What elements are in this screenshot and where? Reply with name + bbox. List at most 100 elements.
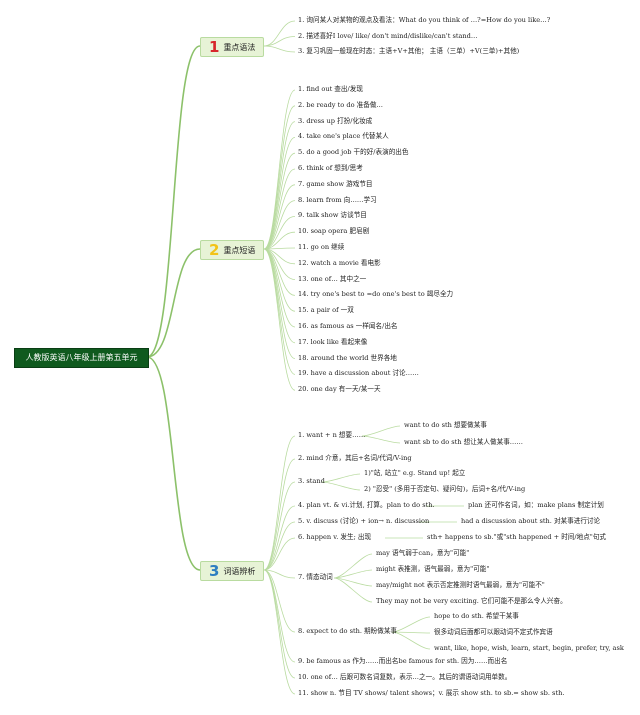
item-connector	[263, 231, 296, 250]
item-connector	[263, 36, 296, 47]
sub-item: They may not be very exciting. 它们可能不是那么令…	[376, 597, 567, 605]
list-item: 19. have a discussion about 讨论……	[298, 369, 419, 378]
root-node[interactable]: 人教版英语八年级上册第五单元	[14, 348, 149, 368]
sub-item: want to do sth 想要做某事	[404, 421, 487, 429]
sub-item: 1)"站, 站立" e.g. Stand up! 起立	[364, 469, 466, 477]
item-connector	[263, 168, 296, 250]
list-item: 5. do a good job 干的好/表演的出色	[298, 148, 409, 157]
item-connector	[263, 458, 296, 571]
sub-item: plan 还可作名词，如：make plans 制定计划	[468, 501, 604, 509]
list-item: 17. look like 看起来像	[298, 337, 368, 346]
sub-connector	[361, 435, 401, 444]
branch-line-2	[146, 248, 201, 358]
branch-line-3	[146, 356, 201, 571]
sub-item: may/might not 表示否定推测时语气最弱，意为"可能不"	[376, 581, 545, 589]
list-item: 20. one day 有一天/某一天	[298, 385, 381, 394]
item-connector	[263, 200, 296, 250]
item-connector	[263, 20, 296, 47]
sub-connector	[333, 553, 373, 579]
item-connector	[263, 121, 296, 250]
sub-connector	[333, 577, 373, 603]
item-connector	[263, 137, 296, 250]
list-item: 10. soap opera 肥皂剧	[298, 227, 370, 236]
list-item: 12. watch a movie 看电影	[298, 258, 381, 267]
list-item: 15. a pair of 一双	[298, 306, 354, 315]
sub-connector	[391, 631, 431, 634]
list-item: 2. mind 介意，其后+名词/代词/V-ing	[298, 454, 412, 462]
sub-item: want, like, hope, wish, learn, start, be…	[434, 644, 624, 652]
list-item: 13. one of… 其中之一	[298, 274, 367, 283]
sub-item: want sb to do sth 想让某人做某事……	[404, 438, 523, 446]
list-item: 3. 复习巩固一般现在时态：主语+V+其他； 主语（三单）+V(三单)+其他)	[298, 47, 520, 55]
item-connector	[263, 216, 296, 250]
sub-connector	[391, 616, 431, 633]
list-item: 1. want + n 想要……	[298, 431, 366, 439]
list-item: 1. find out 查出/发现	[298, 85, 363, 93]
list-item: 6. happen v. 发生; 出现	[298, 533, 372, 541]
item-connector	[263, 89, 296, 250]
list-item: 9. be famous as 作为……而出名be famous for sth…	[298, 657, 508, 665]
sub-item: may 语气弱于can，意为"可能"	[376, 549, 470, 557]
sub-item: 2) "忍受" (多用于否定句、疑问句)，后词+名/代/V-ing	[364, 485, 526, 493]
sub-connector	[333, 569, 373, 579]
sub-item: had a discussion about sth. 对某事进行讨论	[461, 517, 601, 525]
sub-connector	[391, 631, 431, 650]
item-connector	[263, 569, 296, 579]
list-item: 14. try one's best to =do one's best to …	[298, 290, 454, 299]
item-connector	[263, 248, 296, 375]
item-connector	[263, 152, 296, 250]
list-item: 18. around the world 世界各地	[298, 353, 397, 362]
item-connector	[263, 435, 296, 571]
list-item: 9. talk show 访谈节目	[298, 211, 367, 220]
sub-connector	[321, 473, 361, 483]
list-item: 2. 描述喜好I love/ like/ don't mind/dislike/…	[298, 31, 478, 40]
branch-line-1	[146, 45, 201, 358]
list-item: 10. one of… 后跟可数名词复数，表示…之一。其后的谓语动词用单数。	[298, 673, 512, 681]
topic-label: 词语辨析	[223, 566, 256, 576]
list-item: 8. learn from 向……学习	[298, 195, 377, 204]
list-item: 7. 情态动词	[298, 573, 333, 581]
list-item: 3. stand	[298, 477, 325, 485]
item-connector	[263, 537, 296, 571]
list-item: 11. show n. 节目 TV shows/ talent shows；v.…	[298, 689, 565, 697]
list-item: 3. dress up 打扮/化妆成	[298, 116, 373, 125]
sub-connector	[321, 481, 361, 491]
item-connector	[263, 105, 296, 250]
list-item: 4. plan vt. & vi.计划, 打算。plan to do sth.	[298, 501, 435, 509]
topic-number: 3	[209, 562, 220, 580]
list-item: 11. go on 继续	[298, 243, 345, 251]
sub-item: hope to do sth. 希望干某事	[434, 612, 519, 620]
topic-label: 重点短语	[223, 245, 256, 255]
list-item: 2. be ready to do 准备做…	[298, 100, 384, 109]
item-connector	[263, 481, 296, 571]
item-connector	[263, 521, 296, 571]
list-item: 1. 询问某人对某物的观点及看法：What do you think of …?…	[298, 16, 551, 24]
sub-connector	[361, 425, 401, 437]
topic-number: 1	[209, 38, 220, 56]
item-connector	[263, 569, 296, 679]
sub-item: sth+ happens to sb."或"sth happened + 时间/…	[427, 533, 607, 541]
item-connector	[263, 184, 296, 250]
item-connector	[263, 45, 296, 53]
item-connector	[263, 569, 296, 663]
sub-item: 很多动词后面都可以跟动词不定式作宾语	[434, 628, 553, 636]
item-connector	[263, 505, 296, 571]
sub-item: might 表推测，语气最弱，意为"可能"	[376, 565, 490, 573]
item-connector	[263, 569, 296, 633]
list-item: 6. think of 想到/思考	[298, 164, 363, 172]
sub-connector	[333, 577, 373, 587]
topic-number: 2	[209, 241, 220, 259]
item-connector	[263, 248, 296, 312]
list-item: 7. game show 游戏节目	[298, 179, 373, 188]
list-item: 16. as famous as 一样闻名/出名	[298, 322, 398, 330]
list-item: 8. expect to do sth. 期盼做某事	[298, 627, 398, 635]
item-connector	[263, 569, 296, 695]
list-item: 4. take one's place 代替某人	[298, 132, 389, 141]
topic-label: 重点语法	[223, 42, 256, 52]
item-connector	[263, 248, 296, 391]
